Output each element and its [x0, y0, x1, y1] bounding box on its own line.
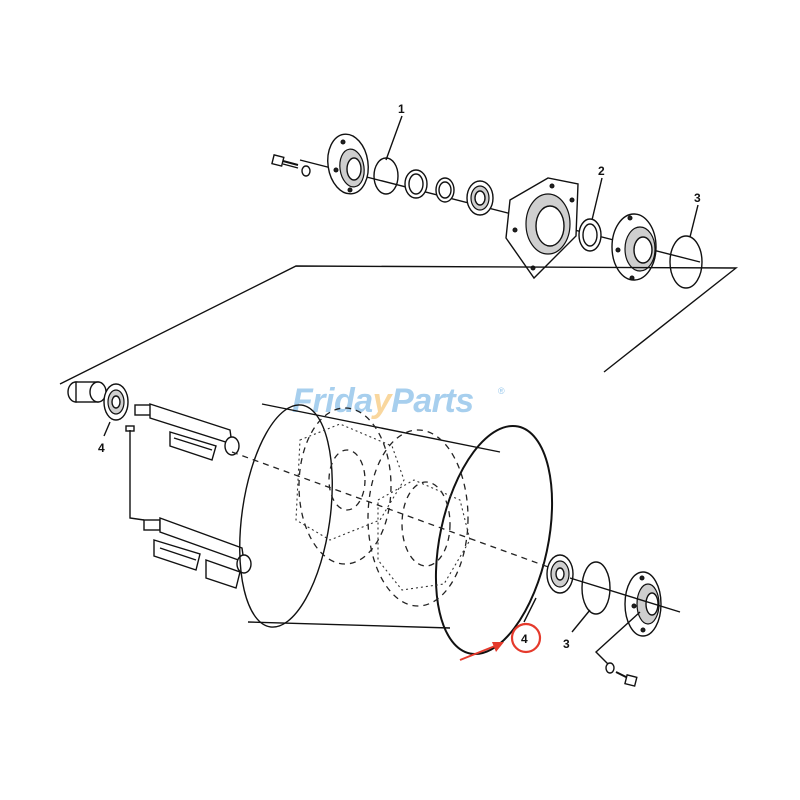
top-rings — [404, 169, 455, 203]
drum — [231, 403, 563, 656]
left-bearing-assembly — [67, 381, 135, 437]
shaft-connector-line — [129, 430, 145, 521]
callout-bottom-3: 3 — [563, 637, 570, 651]
leader-bottom-4 — [523, 597, 537, 623]
leader-bottom-3 — [571, 609, 591, 633]
watermark-registered: ® — [498, 386, 505, 396]
top-flange-housing — [327, 133, 369, 195]
frame-outline — [59, 265, 739, 385]
callout-top-1: 1 — [398, 102, 405, 116]
watermark-logo: FridayParts — [292, 382, 474, 420]
top-flange-housing-2 — [611, 213, 657, 281]
leader-top-1 — [385, 115, 403, 161]
leader-left-4 — [103, 421, 111, 437]
highlight-annotation: 4 — [459, 622, 542, 661]
top-washer — [301, 165, 311, 177]
leader-top-2 — [591, 177, 603, 221]
watermark: FridayParts ® — [292, 382, 505, 420]
top-mounting-plate — [505, 177, 579, 280]
callout-top-2: 2 — [598, 164, 605, 178]
callout-top-3: 3 — [694, 191, 701, 205]
top-bolt — [271, 154, 299, 169]
top-end-cover — [669, 235, 703, 289]
top-hub-assembly — [271, 115, 703, 289]
top-bearing — [466, 180, 494, 216]
right-end-assembly — [523, 554, 681, 687]
upper-axle-shaft — [134, 403, 240, 461]
lower-axle-shaft — [143, 516, 252, 589]
top-seal-2 — [578, 218, 602, 252]
top-seal-1 — [373, 157, 399, 195]
leader-top-3 — [689, 204, 699, 238]
callout-left-4: 4 — [98, 441, 105, 455]
highlight-circle — [510, 622, 542, 654]
callout-bottom-4-highlight: 4 — [521, 632, 528, 646]
arrow-pointer-icon — [459, 642, 504, 661]
